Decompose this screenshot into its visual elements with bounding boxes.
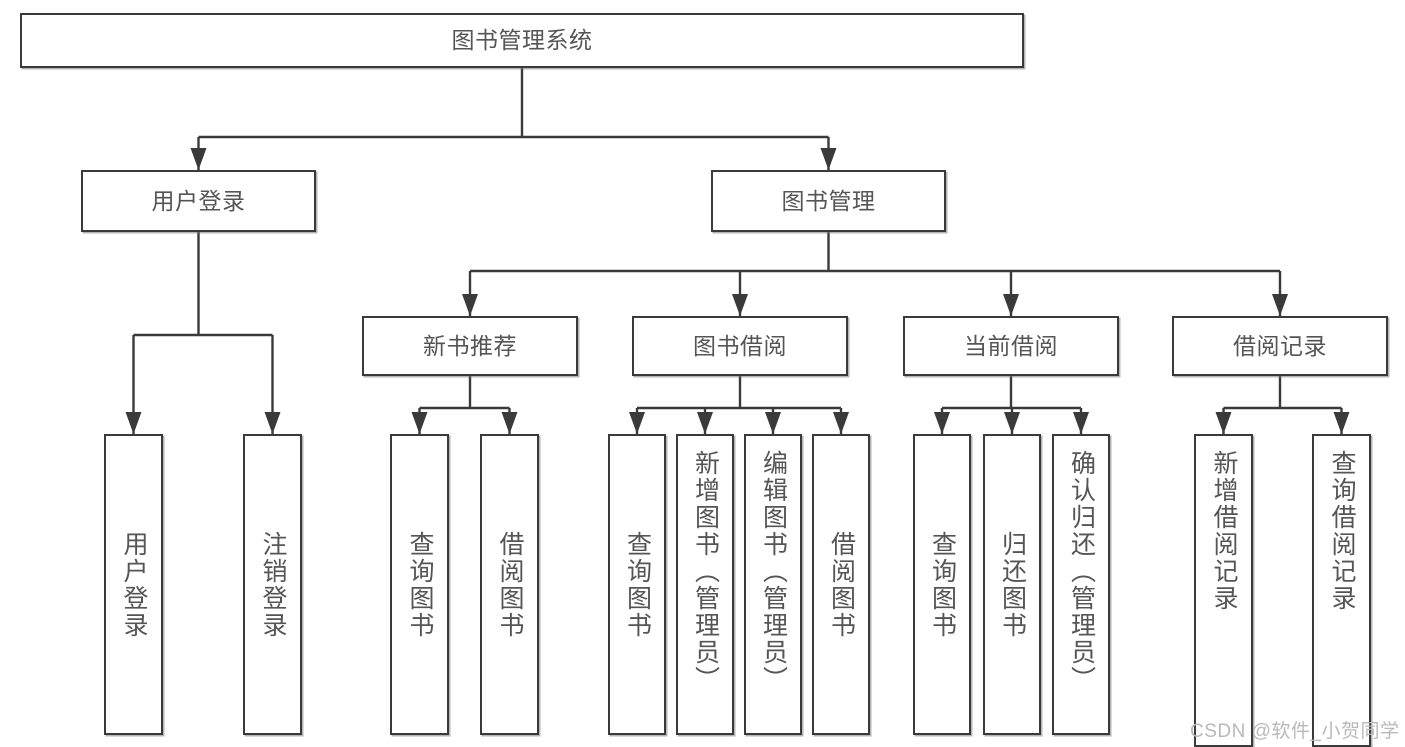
- node-login[interactable]: 用户登录: [81, 170, 316, 232]
- node-label: 查询借阅记录: [1328, 450, 1356, 612]
- node-l5[interactable]: 查询图书: [608, 434, 666, 735]
- edge-arrowhead: [732, 294, 748, 316]
- node-label: 查询图书: [928, 530, 957, 639]
- edge-arrowhead: [765, 412, 781, 434]
- node-l1[interactable]: 用户登录: [104, 434, 163, 735]
- edge-arrowhead: [462, 294, 478, 316]
- node-newbook[interactable]: 新书推荐: [362, 316, 578, 376]
- node-l7[interactable]: 编辑图书（管理员）: [744, 434, 802, 735]
- node-label: 当前借阅: [964, 332, 1058, 359]
- edge-arrowhead: [190, 148, 207, 170]
- node-label: 借阅图书: [496, 530, 524, 639]
- node-l11[interactable]: 确认归还（管理员）: [1052, 434, 1110, 735]
- node-root[interactable]: 图书管理系统: [20, 13, 1024, 68]
- node-currborrow[interactable]: 当前借阅: [903, 316, 1119, 376]
- edge-arrowhead: [1073, 412, 1089, 434]
- edge-arrowhead: [264, 412, 281, 434]
- edge-arrowhead: [125, 412, 142, 434]
- node-l13[interactable]: 查询借阅记录: [1312, 434, 1371, 747]
- node-label: 用户登录: [151, 187, 246, 214]
- node-l3[interactable]: 查询图书: [390, 434, 449, 735]
- edge-arrowhead: [1333, 412, 1350, 434]
- node-borrowlog[interactable]: 借阅记录: [1172, 316, 1388, 376]
- edge-arrowhead: [501, 412, 518, 434]
- node-l8[interactable]: 借阅图书: [812, 434, 870, 735]
- edge-arrowhead: [833, 412, 849, 434]
- edge-arrowhead: [1003, 294, 1019, 316]
- node-label: 图书借阅: [693, 332, 787, 359]
- node-l10[interactable]: 归还图书: [983, 434, 1041, 735]
- watermark-text: CSDN @软件_小贺同学: [1190, 721, 1400, 742]
- node-l12[interactable]: 新增借阅记录: [1194, 434, 1253, 747]
- node-l9[interactable]: 查询图书: [913, 434, 971, 735]
- node-borrowbook[interactable]: 图书借阅: [632, 316, 848, 376]
- node-label: 查询图书: [623, 530, 652, 639]
- node-label: 新增图书（管理员）: [691, 450, 720, 693]
- edge-arrowhead: [697, 412, 713, 434]
- node-label: 新书推荐: [423, 332, 517, 359]
- edge-arrowhead: [411, 412, 428, 434]
- edge-arrowhead: [934, 412, 950, 434]
- node-label: 新增借阅记录: [1210, 450, 1238, 612]
- node-label: 用户登录: [120, 530, 148, 639]
- node-label: 图书管理: [781, 187, 876, 214]
- node-label: 编辑图书（管理员）: [759, 450, 788, 693]
- edge-arrowhead: [1215, 412, 1232, 434]
- node-label: 借阅记录: [1233, 332, 1327, 359]
- edge-arrowhead: [820, 148, 837, 170]
- edge-arrowhead: [1004, 412, 1020, 434]
- node-label: 借阅图书: [827, 530, 856, 639]
- edge-arrowhead: [629, 412, 645, 434]
- node-l2[interactable]: 注销登录: [243, 434, 302, 735]
- edge-arrowhead: [1272, 294, 1288, 316]
- node-bookmgmt[interactable]: 图书管理: [711, 170, 946, 232]
- node-label: 注销登录: [259, 530, 287, 639]
- node-label: 图书管理系统: [451, 27, 593, 54]
- node-label: 查询图书: [406, 530, 434, 639]
- node-l4[interactable]: 借阅图书: [480, 434, 539, 735]
- node-label: 归还图书: [998, 530, 1027, 639]
- node-l6[interactable]: 新增图书（管理员）: [676, 434, 734, 735]
- node-label: 确认归还（管理员）: [1067, 450, 1096, 693]
